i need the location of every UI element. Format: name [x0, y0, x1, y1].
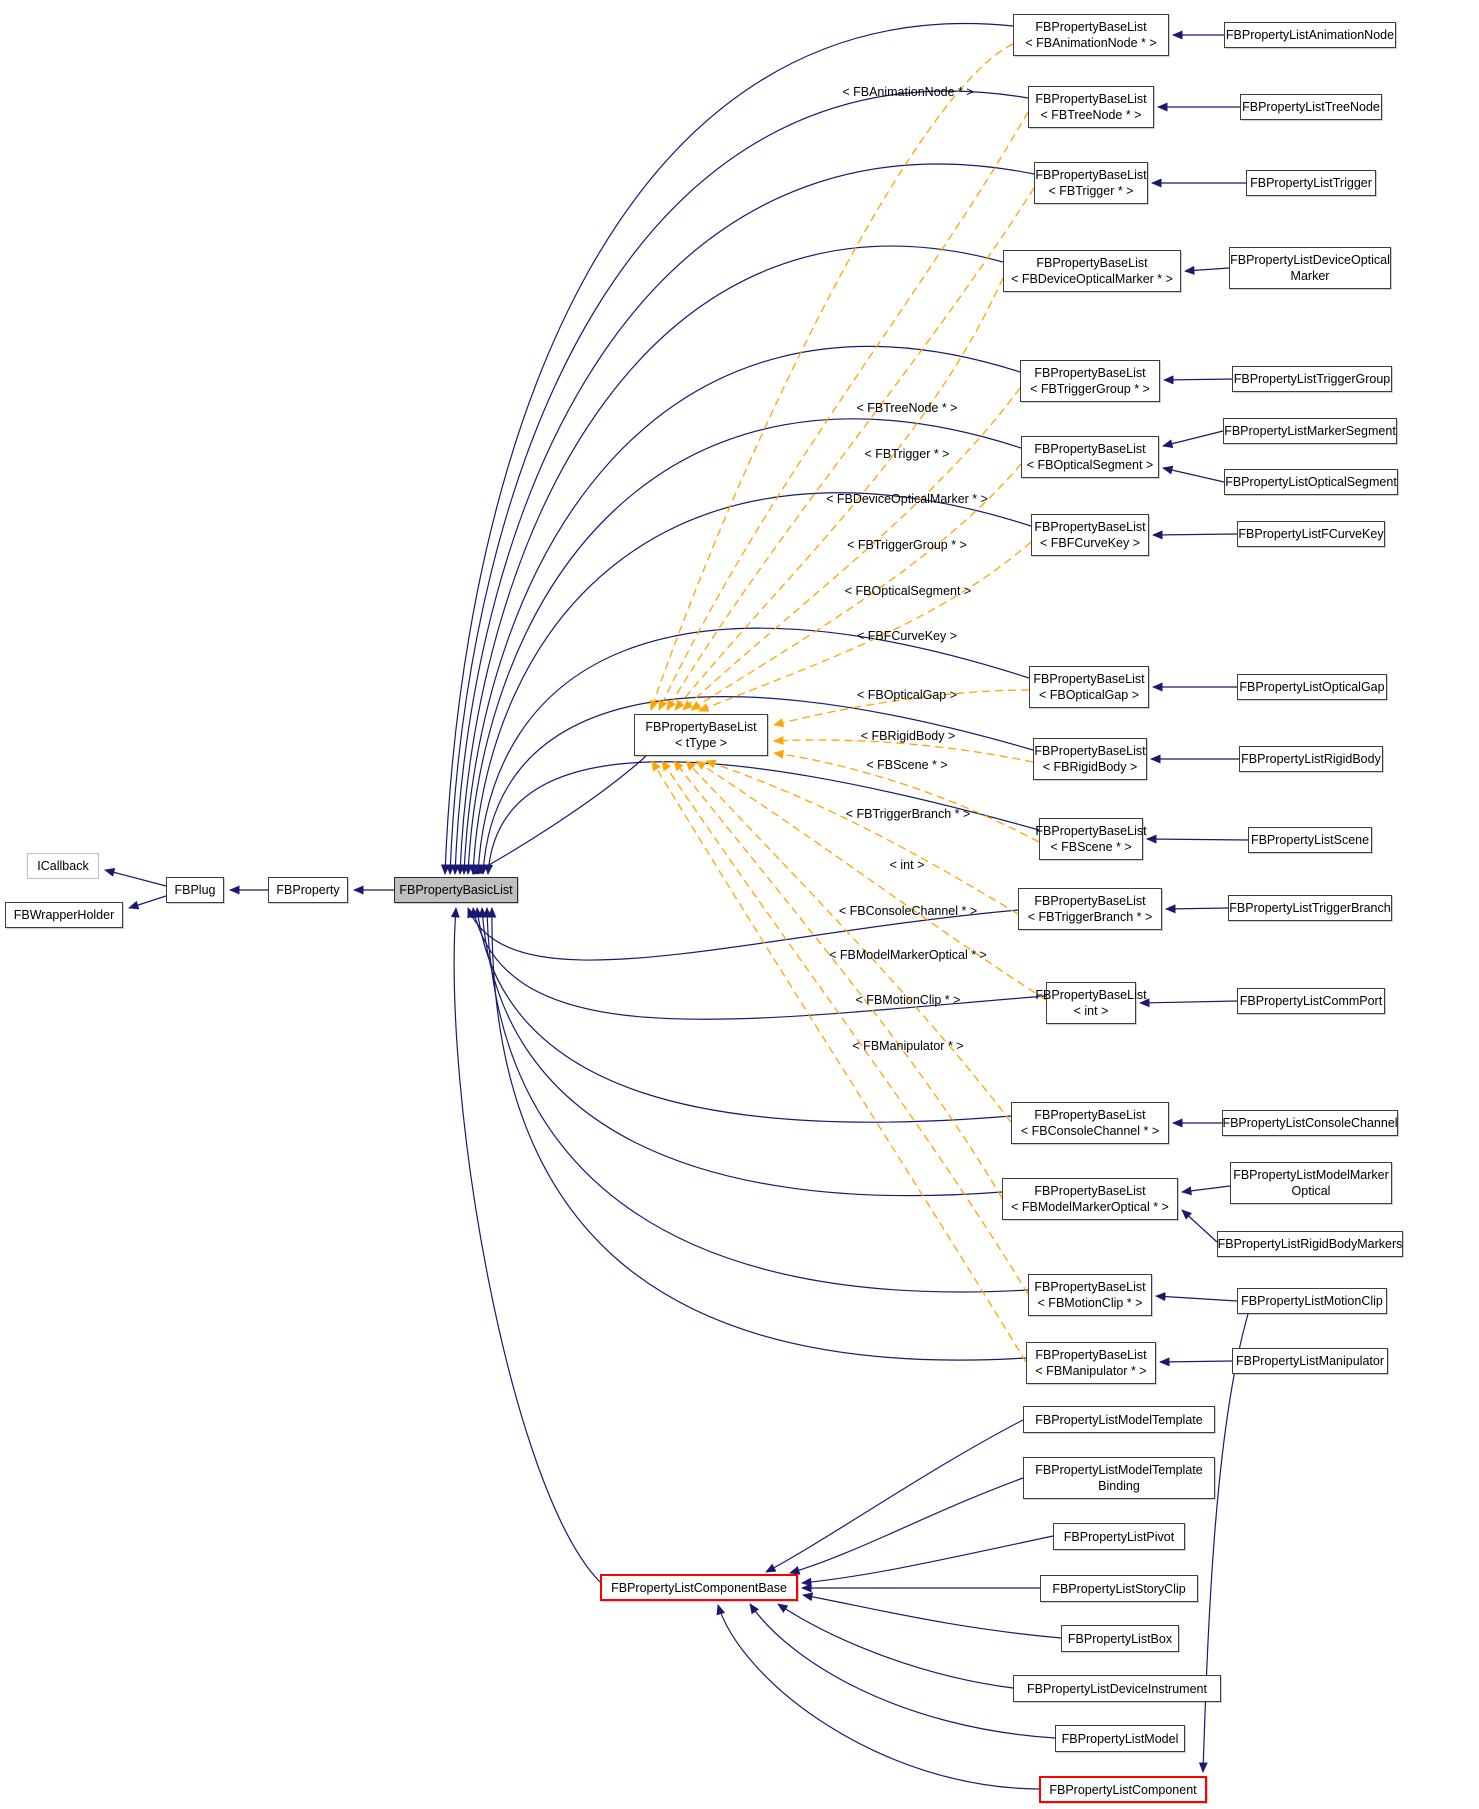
class-fbpropertybaselist-fbconsolechannel[interactable]: FBPropertyBaseList< FBConsoleChannel * >: [1011, 1102, 1169, 1144]
template-arg-label-fbopticalgap: < FBOpticalGap >: [856, 688, 958, 702]
class-fbpropertybaselist-fbtrigger[interactable]: FBPropertyBaseList< FBTrigger * >: [1034, 162, 1148, 204]
class-fbpropertybaselist-fbanimationnode[interactable]: FBPropertyBaseList< FBAnimationNode * >: [1013, 14, 1169, 56]
class-fbpropertybaselist-fbfcurvekey[interactable]: FBPropertyBaseList< FBFCurveKey >: [1031, 514, 1149, 556]
template-arg-label-fbconsolechannel: < FBConsoleChannel * >: [838, 904, 978, 918]
class-fbpropertylistmarkersegment[interactable]: FBPropertyListMarkerSegment: [1223, 418, 1397, 444]
class-fbpropertybaselist-fbtriggerbranch[interactable]: FBPropertyBaseList< FBTriggerBranch * >: [1018, 888, 1162, 930]
template-arg-label-fbdeviceopticalmarker: < FBDeviceOpticalMarker * >: [826, 492, 988, 506]
template-arg-label-fbscene: < FBScene * >: [866, 758, 948, 772]
template-arg-label-fbanimationnode: < FBAnimationNode * >: [842, 85, 974, 99]
class-fbpropertylistdeviceinstrument[interactable]: FBPropertyListDeviceInstrument: [1013, 1675, 1221, 1702]
class-fbpropertylistrigidbody[interactable]: FBPropertyListRigidBody: [1239, 746, 1383, 772]
class-fbpropertylistcomponent[interactable]: FBPropertyListComponent: [1039, 1776, 1207, 1803]
template-arg-label-fbmanipulator: < FBManipulator * >: [852, 1039, 964, 1053]
class-fbpropertylistcommport[interactable]: FBPropertyListCommPort: [1237, 988, 1385, 1014]
class-fbpropertybaselist-fbmotionclip[interactable]: FBPropertyBaseList< FBMotionClip * >: [1028, 1274, 1152, 1316]
class-fbpropertylistconsolechannel[interactable]: FBPropertyListConsoleChannel: [1222, 1110, 1398, 1136]
class-fbpropertylistopticalsegment[interactable]: FBPropertyListOpticalSegment: [1224, 469, 1398, 495]
class-fbpropertybaselist-int[interactable]: FBPropertyBaseList< int >: [1035, 982, 1147, 1024]
template-instantiation-edges: [649, 43, 1047, 1363]
inheritance-edges: [104, 23, 1249, 1790]
template-arg-label-fbmotionclip: < FBMotionClip * >: [855, 993, 961, 1007]
template-arg-label-int: < int >: [889, 858, 925, 872]
class-fbpropertylisttreenode[interactable]: FBPropertyListTreeNode: [1240, 94, 1382, 120]
template-arg-label-fbtriggerbranch: < FBTriggerBranch * >: [845, 807, 971, 821]
class-fbpropertylistpivot[interactable]: FBPropertyListPivot: [1053, 1523, 1185, 1550]
class-fbpropertylistrigidbodymarkers[interactable]: FBPropertyListRigidBodyMarkers: [1217, 1231, 1403, 1257]
class-fbpropertybaselist-fbmanipulator[interactable]: FBPropertyBaseList< FBManipulator * >: [1026, 1342, 1156, 1384]
class-fbpropertylistmodel[interactable]: FBPropertyListModel: [1055, 1725, 1185, 1752]
class-fbpropertylistmanipulator[interactable]: FBPropertyListManipulator: [1232, 1348, 1388, 1374]
class-fbplug[interactable]: FBPlug: [166, 877, 224, 903]
class-fbpropertybaselist-fbmodelmarkeroptical[interactable]: FBPropertyBaseList< FBModelMarkerOptical…: [1002, 1178, 1178, 1220]
class-fbpropertyliststoryclip[interactable]: FBPropertyListStoryClip: [1040, 1575, 1198, 1602]
class-fbpropertybaselist-fbopticalgap[interactable]: FBPropertyBaseList< FBOpticalGap >: [1029, 666, 1149, 708]
template-arg-label-fbmodelmarkeroptical: < FBModelMarkerOptical * >: [829, 948, 987, 962]
class-fbpropertybaselist-fbtreenode[interactable]: FBPropertyBaseList< FBTreeNode * >: [1028, 86, 1154, 128]
template-arg-label-fbfcurvekey: < FBFCurveKey >: [856, 629, 958, 643]
class-fbpropertylistanimationnode[interactable]: FBPropertyListAnimationNode: [1224, 22, 1396, 48]
class-fbpropertylistscene[interactable]: FBPropertyListScene: [1248, 827, 1372, 853]
class-fbpropertybaselist-fbrigidbody[interactable]: FBPropertyBaseList< FBRigidBody >: [1033, 738, 1147, 780]
class-icallback[interactable]: ICallback: [27, 853, 99, 879]
class-fbpropertylistopticalgap[interactable]: FBPropertyListOpticalGap: [1237, 674, 1387, 700]
class-fbpropertylistfcurvekey[interactable]: FBPropertyListFCurveKey: [1237, 521, 1385, 547]
class-fbpropertylisttriggerbranch[interactable]: FBPropertyListTriggerBranch: [1228, 895, 1392, 921]
class-fbpropertybaselist-ttype[interactable]: FBPropertyBaseList< tType >: [634, 714, 768, 756]
template-arg-label-fbtriggergroup: < FBTriggerGroup * >: [847, 538, 967, 552]
template-arg-label-fbopticalsegment: < FBOpticalSegment >: [844, 584, 972, 598]
class-fbpropertybasiclist-current[interactable]: FBPropertyBasicList: [394, 877, 518, 903]
template-arg-label-fbtrigger: < FBTrigger * >: [864, 447, 950, 461]
template-arg-label-fbrigidbody: < FBRigidBody >: [860, 729, 956, 743]
class-fbpropertybaselist-fbscene[interactable]: FBPropertyBaseList< FBScene * >: [1035, 818, 1147, 860]
class-fbwrapperholder[interactable]: FBWrapperHolder: [5, 902, 123, 928]
class-fbpropertylisttrigger[interactable]: FBPropertyListTrigger: [1246, 170, 1376, 196]
class-fbpropertylistmotionclip[interactable]: FBPropertyListMotionClip: [1237, 1288, 1387, 1314]
class-fbproperty[interactable]: FBProperty: [268, 877, 348, 903]
template-arg-label-fbtreenode: < FBTreeNode * >: [856, 401, 958, 415]
class-fbpropertylisttriggergroup[interactable]: FBPropertyListTriggerGroup: [1232, 366, 1392, 392]
class-fbpropertylistmodeltemplate[interactable]: FBPropertyListModelTemplate: [1023, 1406, 1215, 1433]
class-fbpropertylistcomponentbase[interactable]: FBPropertyListComponentBase: [600, 1574, 798, 1601]
class-fbpropertybaselist-fbtriggergroup[interactable]: FBPropertyBaseList< FBTriggerGroup * >: [1020, 360, 1160, 402]
class-fbpropertylistbox[interactable]: FBPropertyListBox: [1061, 1625, 1179, 1652]
class-fbpropertybaselist-fbdeviceopticalmarker[interactable]: FBPropertyBaseList< FBDeviceOpticalMarke…: [1003, 250, 1181, 292]
class-fbpropertybaselist-fbopticalsegment[interactable]: FBPropertyBaseList< FBOpticalSegment >: [1021, 436, 1159, 478]
